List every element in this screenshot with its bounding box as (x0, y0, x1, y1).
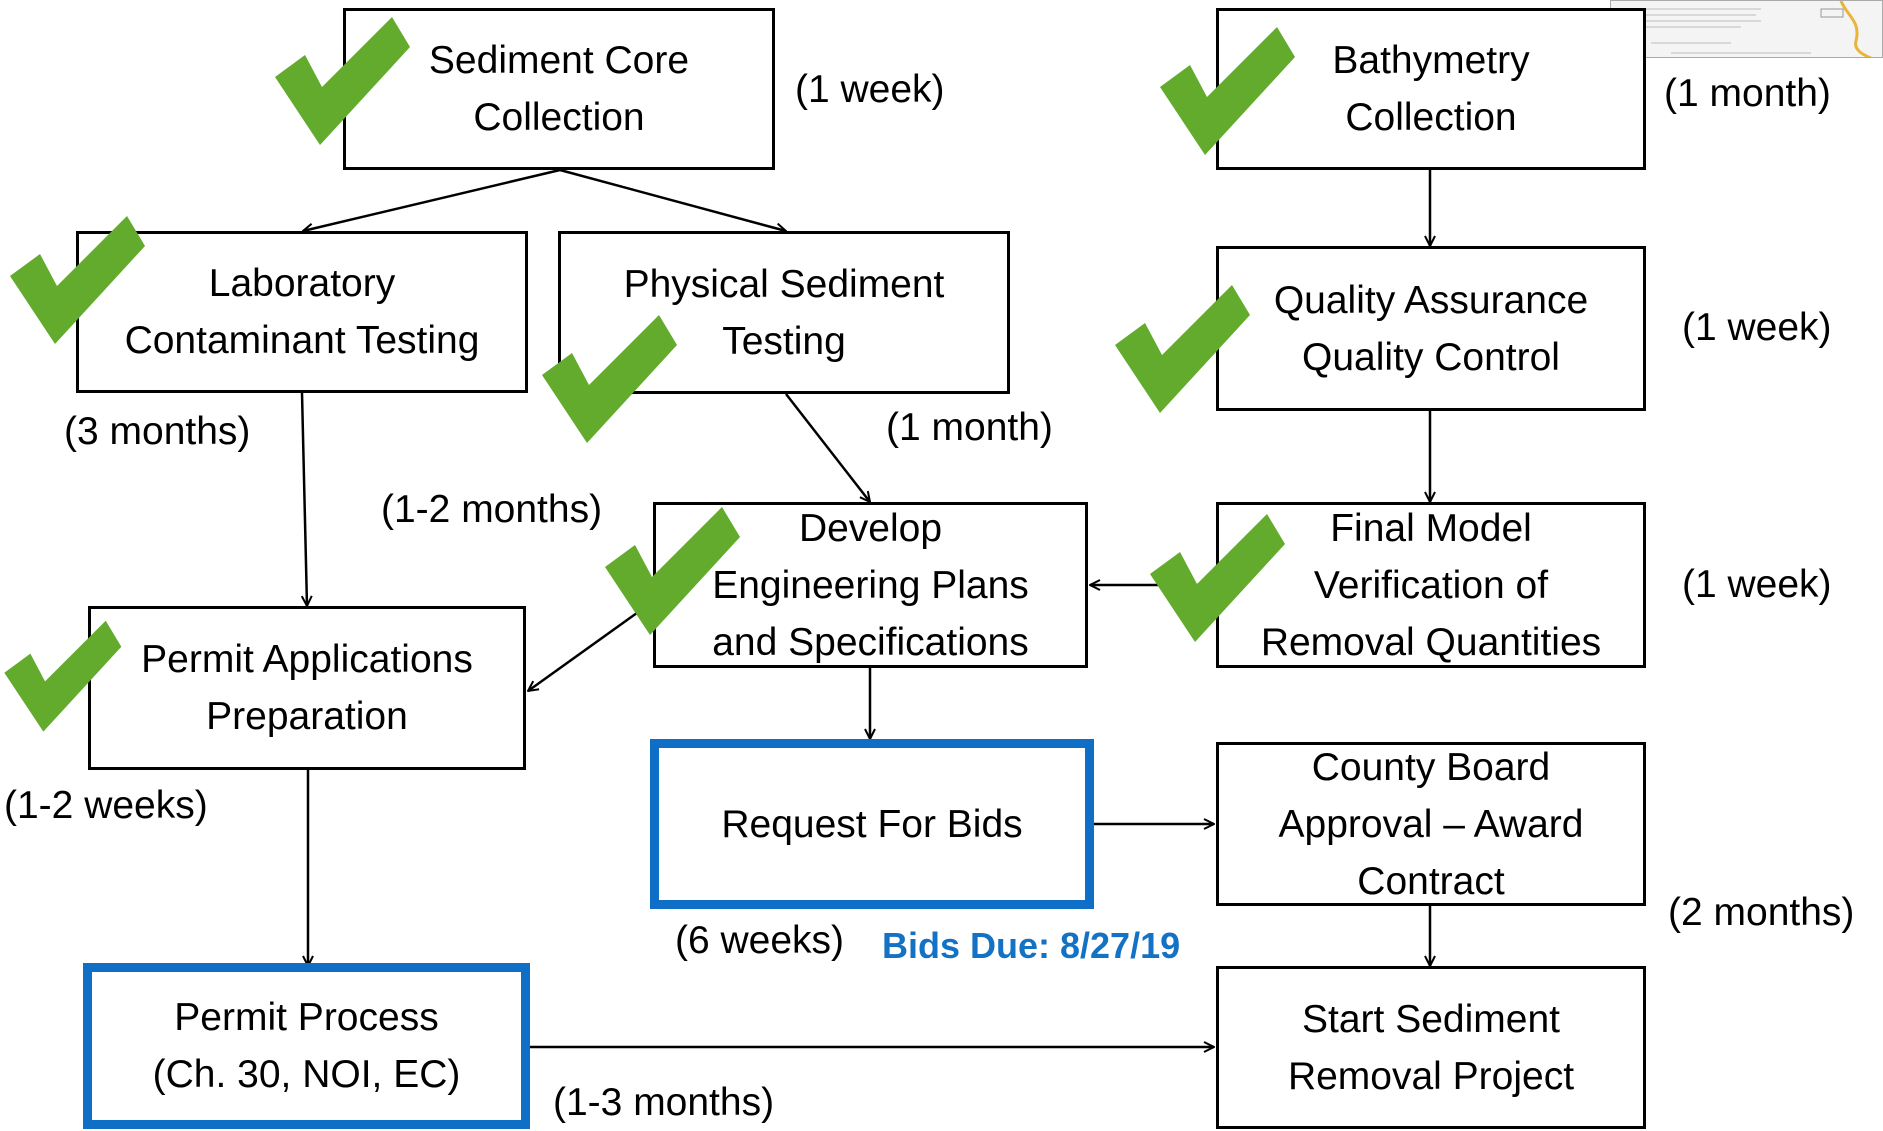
box-label-line: Permit Process (174, 996, 439, 1039)
box-label-line: Collection (473, 96, 645, 139)
box-label-line: Removal Project (1287, 1054, 1575, 1098)
box-label-line: Sediment Core (428, 39, 690, 82)
check-mark-icon (1150, 514, 1285, 642)
check-mark-icon (4, 620, 122, 732)
box-label-line: Removal Quantities (1260, 620, 1602, 664)
box-label-line: Develop (798, 506, 943, 550)
box-label-line: Contaminant Testing (124, 319, 480, 362)
box-request-for-bids: Request For Bids (650, 739, 1094, 909)
box-label-line: Quality Control (1302, 335, 1560, 379)
check-mark-icon (1115, 285, 1250, 413)
duration-bathymetry: (1 month) (1664, 72, 1831, 115)
map-thumbnail (1610, 0, 1883, 58)
duration-county-board: (2 months) (1668, 891, 1855, 934)
box-label-line: Testing (722, 319, 846, 363)
box-label-line: Collection (1345, 96, 1517, 139)
box-label-line: Contract (1357, 859, 1505, 903)
box-start-sediment-removal: Start Sediment Removal Project (1216, 966, 1646, 1129)
map-thumbnail-graphic (1611, 1, 1882, 57)
box-label-line: Bathymetry (1332, 39, 1530, 82)
duration-final-model: (1 week) (1682, 563, 1832, 606)
duration-permit-process: (1-3 months) (553, 1081, 775, 1124)
duration-sediment-core: (1 week) (795, 68, 945, 111)
check-mark-icon (542, 315, 677, 443)
arrow-engineering-to-permit-apps (528, 598, 656, 691)
box-label-line: (Ch. 30, NOI, EC) (152, 1053, 461, 1096)
arrow-physical-to-engineering (785, 393, 870, 502)
check-mark-icon (10, 216, 145, 344)
duration-physical-testing: (1 month) (886, 406, 1053, 449)
box-label-line: Verification of (1313, 563, 1549, 607)
box-bathymetry-collection: Bathymetry Collection (1216, 8, 1646, 170)
arrow-core-to-physical (559, 168, 786, 231)
box-label-line: Engineering Plans (712, 563, 1029, 607)
duration-lab-testing: (3 months) (64, 410, 251, 453)
box-label-line: Laboratory (208, 262, 396, 305)
box-permit-applications-preparation: Permit Applications Preparation (88, 606, 526, 770)
box-laboratory-contaminant-testing: Laboratory Contaminant Testing (76, 231, 528, 393)
box-label-line: Start Sediment (1302, 997, 1560, 1041)
box-final-model-verification: Final Model Verification of Removal Quan… (1216, 502, 1646, 668)
duration-request-bids: (6 weeks) (675, 919, 845, 962)
box-label-line: and Specifications (712, 620, 1029, 664)
check-mark-icon (1160, 27, 1295, 155)
bids-due-note: Bids Due: 8/27/19 (882, 925, 1181, 966)
box-label-line: Quality Assurance (1273, 278, 1589, 322)
box-quality-assurance-quality-control: Quality Assurance Quality Control (1216, 246, 1646, 411)
box-label-line: County Board (1311, 745, 1551, 789)
box-label-line: Approval – Award (1278, 802, 1584, 846)
duration-qaqc: (1 week) (1682, 306, 1832, 349)
box-county-board-approval: County Board Approval – Award Contract (1216, 742, 1646, 906)
duration-permit-apps: (1-2 weeks) (4, 784, 208, 827)
check-mark-icon (275, 17, 410, 145)
box-label-line: Request For Bids (721, 802, 1023, 846)
box-label-line: Permit Applications (141, 638, 473, 681)
arrow-core-to-lab (303, 168, 561, 231)
box-label-line: Preparation (206, 695, 408, 738)
box-label-line: Final Model (1330, 506, 1532, 550)
box-permit-process: Permit Process (Ch. 30, NOI, EC) (83, 963, 530, 1129)
check-mark-icon (605, 507, 740, 635)
duration-engineering: (1-2 months) (381, 488, 603, 531)
box-label-line: Physical Sediment (623, 262, 945, 306)
arrow-lab-to-permit-apps (300, 392, 307, 606)
